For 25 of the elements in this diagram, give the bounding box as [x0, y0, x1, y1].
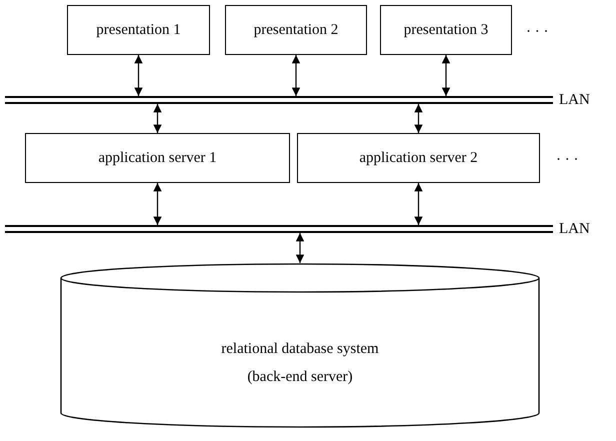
server-box [25, 133, 290, 183]
box-label: presentation 2 [254, 21, 338, 40]
bus-label: LAN [559, 91, 590, 110]
box-label: presentation 1 [96, 21, 181, 40]
ellipsis-label: · · · [556, 151, 578, 170]
double-arrow [414, 104, 423, 133]
box-label: application server 2 [359, 149, 478, 168]
server-box [67, 5, 210, 55]
double-arrow [442, 55, 450, 96]
database-label: (back-end server) [247, 368, 353, 387]
box-label: presentation 3 [404, 21, 488, 40]
double-arrow [153, 104, 162, 133]
double-arrow [153, 183, 162, 225]
bus-label: LAN [559, 220, 590, 239]
ellipsis-label: · · · [526, 23, 548, 42]
box-label: application server 1 [98, 149, 217, 168]
server-box [380, 5, 512, 55]
double-arrow [134, 55, 143, 96]
double-arrow [292, 55, 300, 96]
database-cylinder [60, 263, 540, 428]
server-box [225, 5, 367, 55]
double-arrow [414, 183, 423, 225]
database-label: relational database system [221, 340, 379, 359]
double-arrow [296, 233, 304, 263]
server-box [297, 133, 540, 183]
